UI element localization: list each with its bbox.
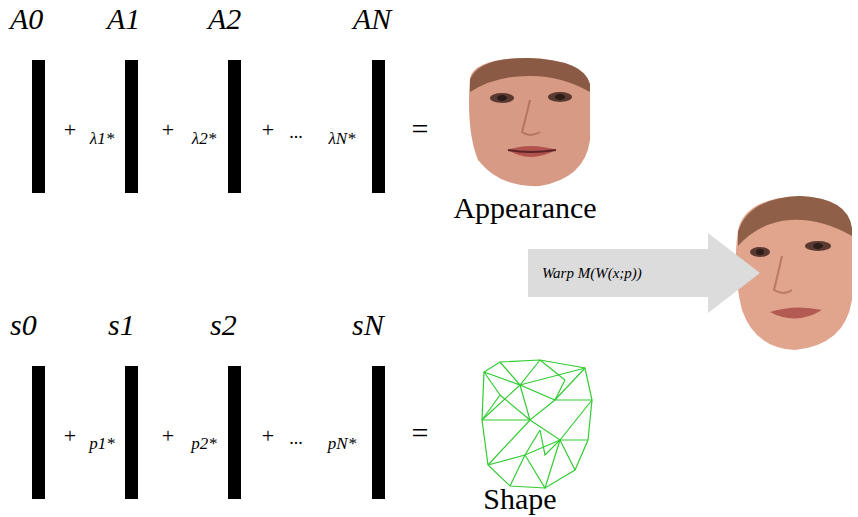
coefficient: p1* — [89, 435, 115, 454]
plus-sign: + — [162, 118, 174, 142]
ellipsis: ... — [289, 123, 303, 143]
coefficient: λ1* — [90, 130, 114, 149]
warp-label: Warp M(W(x;p)) — [542, 265, 642, 282]
vector-name: s2 — [210, 308, 237, 342]
plus-sign: + — [262, 118, 274, 142]
vector-bar — [228, 60, 241, 193]
basis-vector: s0 — [10, 308, 45, 499]
basis-vector: s1 — [108, 308, 138, 499]
vector-name: A2 — [208, 2, 241, 36]
appearance-face — [469, 58, 590, 186]
appearance-caption: Appearance — [453, 191, 596, 224]
basis-vector: A1 — [107, 2, 140, 193]
vector-bar — [32, 60, 45, 193]
coefficient: pN* — [328, 435, 356, 454]
equals-sign: = — [412, 112, 429, 145]
vector-name: s1 — [108, 308, 135, 342]
plus-sign: + — [64, 118, 76, 142]
coefficient: λN* — [328, 130, 355, 149]
vector-name: A1 — [107, 2, 140, 36]
coefficient: p2* — [191, 435, 217, 454]
shape-mesh — [482, 360, 592, 488]
vector-bar — [228, 366, 241, 499]
equals-sign: = — [412, 416, 429, 449]
coefficient: λ2* — [192, 130, 216, 149]
plus-sign: + — [162, 424, 174, 448]
vector-bar — [32, 366, 45, 499]
ellipsis: ... — [289, 429, 303, 449]
vector-name: sN — [352, 308, 384, 342]
vector-bar — [125, 366, 138, 499]
vector-bar — [125, 60, 138, 193]
basis-vector: sN — [352, 308, 385, 499]
vector-name: AN — [353, 2, 391, 36]
vector-bar — [372, 60, 385, 193]
plus-sign: + — [64, 424, 76, 448]
vector-bar — [372, 366, 385, 499]
basis-vector: AN — [353, 2, 391, 193]
basis-vector: A2 — [208, 2, 241, 193]
vector-name: s0 — [10, 308, 37, 342]
basis-vector: A0 — [10, 2, 45, 193]
basis-vector: s2 — [210, 308, 241, 499]
shape-caption: Shape — [483, 481, 556, 514]
vector-name: A0 — [10, 2, 43, 36]
plus-sign: + — [262, 424, 274, 448]
warp-arrow: Warp M(W(x;p)) — [528, 233, 760, 313]
